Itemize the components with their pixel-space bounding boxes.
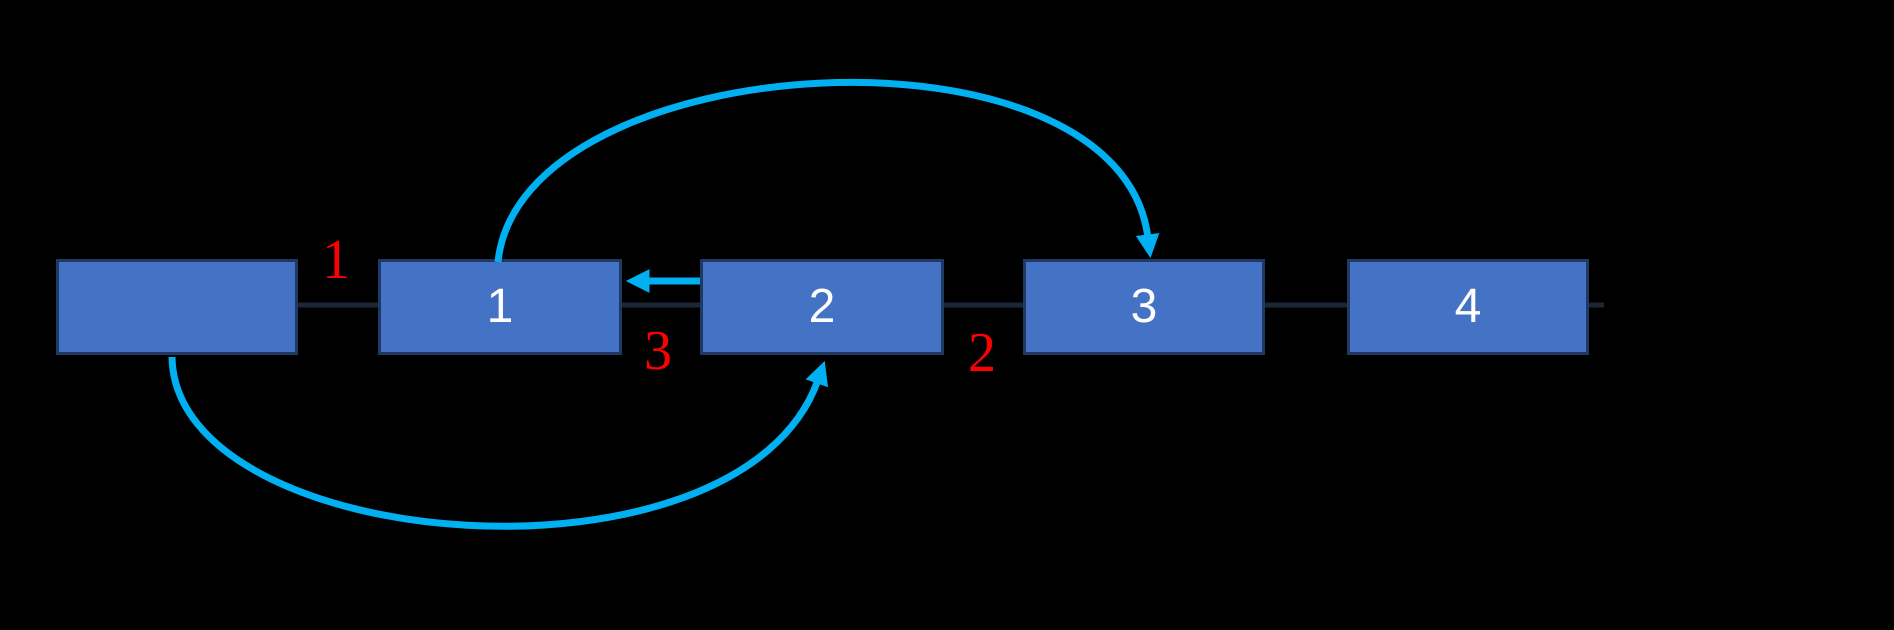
list-node-2: 2: [700, 259, 944, 355]
list-node-head: [56, 259, 298, 355]
node-label: 3: [1130, 280, 1158, 333]
list-node-3: 3: [1023, 259, 1265, 355]
list-node-1: 1: [378, 259, 622, 355]
arrow-node1-top-to-node3-top: [494, 79, 1160, 263]
arrow-head-bottom-to-node2-bottom: [168, 356, 829, 530]
node-label: 2: [808, 280, 836, 333]
node-label: 4: [1454, 280, 1482, 333]
list-node-4: 4: [1347, 259, 1589, 355]
node-label: 1: [486, 280, 514, 333]
